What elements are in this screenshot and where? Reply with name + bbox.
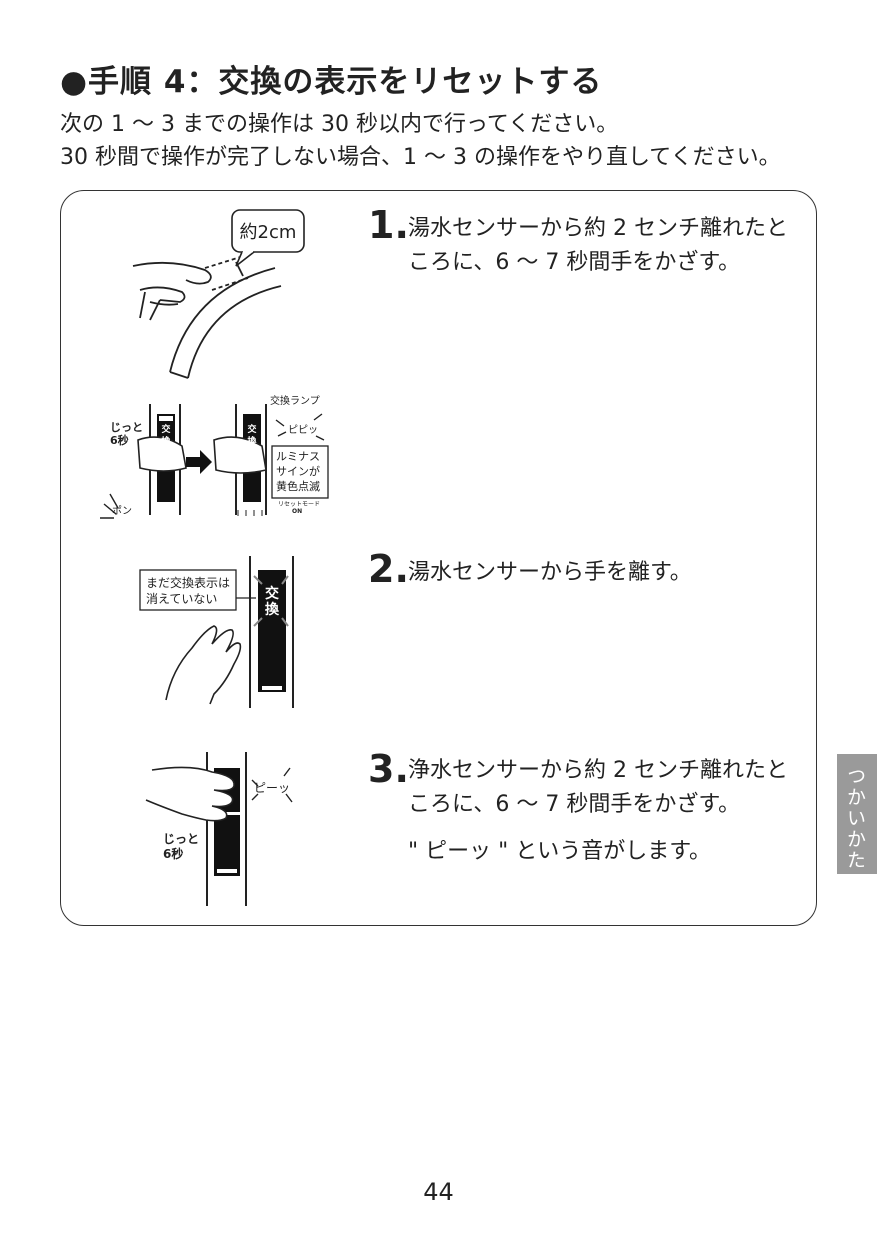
step-1-text-line-2: ころに、6 ～ 7 秒間手をかざす。	[408, 250, 741, 275]
page-number: 44	[423, 1178, 454, 1206]
step-3-text-line-2: ころに、6 ～ 7 秒間手をかざす。	[408, 792, 741, 817]
instruction-panel	[60, 190, 817, 926]
kokan-small-1a: 交	[161, 423, 170, 435]
hold-label-1-line-1: じっと	[110, 421, 143, 434]
distance-label: 約2cm	[240, 222, 297, 243]
intro-line-1: 次の 1 ～ 3 までの操作は 30 秒以内で行ってください。	[60, 112, 619, 137]
kokan-large-a: 交	[265, 585, 279, 602]
step-2-text-line-1: 湯水センサーから手を離す。	[408, 560, 692, 585]
step-1-number: 1.	[368, 203, 409, 247]
not-cleared-label-line-2: 消えていない	[146, 592, 217, 606]
kokan-small-2a: 交	[247, 423, 256, 435]
side-tab[interactable]: つかいかた	[837, 754, 877, 874]
side-tab-label: つかいかた	[844, 766, 866, 871]
distance-callout	[231, 209, 305, 267]
luminous-label-line-2: サインが	[276, 464, 320, 478]
page-title: ●手順 4：交換の表示をリセットする	[60, 64, 603, 100]
step-2-illustration	[139, 556, 294, 708]
pon-sound-label: ポン	[112, 505, 132, 517]
step-3-illustration	[145, 752, 293, 906]
kokan-small-1b: 換	[161, 435, 171, 447]
step-2-number: 2.	[368, 547, 409, 591]
kokan-large-b: 換	[265, 601, 280, 618]
step-3-number: 3.	[368, 747, 409, 791]
sensor-sequence-illustration	[100, 404, 329, 519]
step-3-note: " ピーッ " という音がします。	[408, 839, 712, 864]
hold-label-3-line-1: じっと	[163, 832, 199, 846]
step-3-text-line-1: 浄水センサーから約 2 センチ離れたと	[408, 758, 788, 783]
hold-label-3-line-2: 6秒	[163, 846, 183, 861]
step-1-text-line-1: 湯水センサーから約 2 センチ離れたと	[408, 216, 788, 241]
lamp-label: 交換ランプ	[270, 394, 320, 407]
kokan-small-2b: 換	[247, 435, 257, 447]
illustrations: 約2cm じっと 6秒 ポン 交換ランプ ピピッ ルミナス サインが 黄色点滅 …	[100, 209, 329, 906]
not-cleared-label-line-1: まだ交換表示は	[146, 575, 230, 590]
intro-line-2: 30 秒間で操作が完了しない場合、1 ～ 3 の操作をやり直してください。	[60, 145, 781, 170]
hold-label-1-line-2: 6秒	[110, 433, 129, 447]
faucet-hand-illustration	[132, 254, 282, 379]
luminous-label-line-1: ルミナス	[276, 450, 320, 463]
pipip-sound-label: ピピッ	[288, 424, 318, 436]
peep-sound-label: ピーッ	[254, 781, 290, 795]
luminous-label-line-3: 黄色点滅	[276, 479, 320, 493]
reset-mode-label-line-2: ON	[292, 508, 302, 515]
reset-mode-label-line-1: リセットモード	[278, 501, 320, 508]
